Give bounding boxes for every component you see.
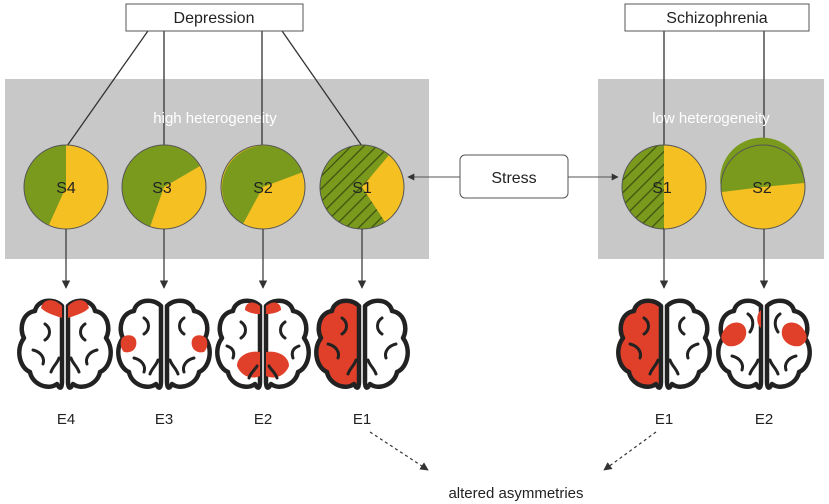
pie-label-s1: S1 bbox=[352, 180, 372, 197]
pie-label-s3: S3 bbox=[152, 180, 172, 197]
result-arrows bbox=[369, 431, 657, 471]
brain-e2 bbox=[215, 298, 311, 390]
pie-depression-s3: S3 bbox=[121, 144, 207, 230]
outcome-e2-schizophrenia: E2 bbox=[755, 411, 773, 428]
depression-panel-label: high heterogeneity bbox=[153, 110, 277, 127]
outcome-e3: E3 bbox=[155, 411, 173, 428]
outcome-e1-schizophrenia: E1 bbox=[655, 411, 673, 428]
down-arrows bbox=[61, 229, 769, 289]
brain-e3 bbox=[116, 298, 212, 390]
pie-label-schiz-s2: S2 bbox=[752, 180, 772, 197]
brain-e1-schizophrenia bbox=[616, 298, 712, 390]
pie-depression-s4: S4 bbox=[23, 144, 109, 230]
depression-connectors bbox=[66, 27, 363, 147]
schizophrenia-connectors bbox=[663, 28, 765, 146]
stress-box bbox=[459, 154, 569, 199]
brain-e2-schizophrenia bbox=[716, 298, 812, 390]
outcome-e4: E4 bbox=[57, 411, 75, 428]
pie-depression-s1: S1 bbox=[319, 144, 405, 230]
pie-depression-s2: S2 bbox=[220, 144, 306, 230]
pie-schizophrenia-s1: S1 bbox=[621, 144, 707, 230]
schizophrenia-title: Schizophrenia bbox=[666, 10, 768, 27]
pie-label-s2: S2 bbox=[253, 180, 273, 197]
schizophrenia-title-box bbox=[624, 3, 810, 32]
pie-schizophrenia-s2: S2 bbox=[720, 137, 806, 230]
brain-e4 bbox=[17, 298, 113, 390]
result-label: altered asymmetries bbox=[448, 485, 583, 502]
schizophrenia-panel-label: low heterogeneity bbox=[652, 110, 770, 127]
depression-title-box bbox=[125, 3, 304, 32]
stress-label: Stress bbox=[491, 170, 536, 187]
brain-e1-depression bbox=[314, 298, 410, 390]
outcome-e1-depression: E1 bbox=[353, 411, 371, 428]
pie-label-schiz-s1: S1 bbox=[652, 180, 672, 197]
pie-label-s4: S4 bbox=[56, 180, 76, 197]
outcome-e2: E2 bbox=[254, 411, 272, 428]
depression-title: Depression bbox=[174, 10, 255, 27]
